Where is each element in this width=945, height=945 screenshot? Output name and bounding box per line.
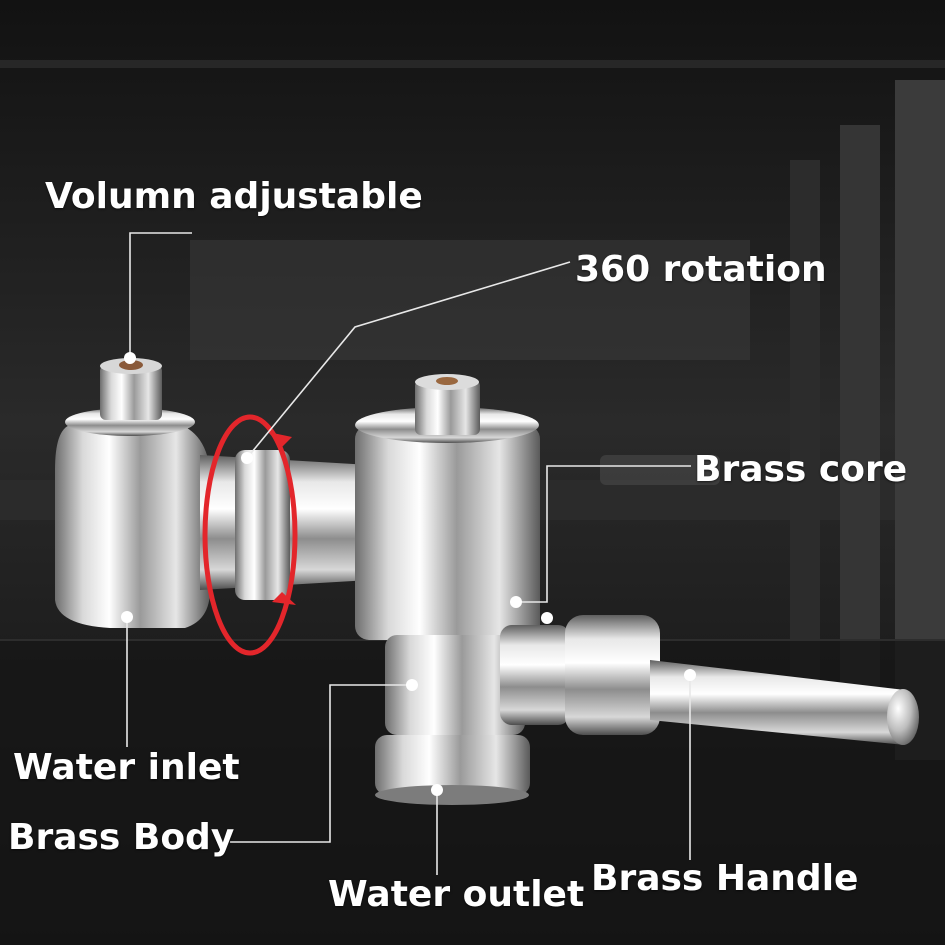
stall-panel	[840, 125, 880, 725]
anchor-dots	[121, 352, 696, 796]
callout-volume-adjustable: Volumn adjustable	[45, 176, 423, 217]
lower-body	[385, 635, 525, 735]
callout-water-outlet: Water outlet	[328, 874, 585, 915]
swivel-nut	[235, 450, 290, 600]
brass-core-collar	[500, 625, 570, 725]
handle-assembly	[500, 615, 919, 745]
wall-mirror	[190, 240, 750, 360]
main-valve-body	[355, 374, 540, 805]
callout-360-rotation: 360 rotation	[575, 249, 827, 290]
callout-brass-body: Brass Body	[8, 817, 235, 858]
rotation-arrow-icon	[202, 414, 298, 656]
volume-adjust-cap	[100, 365, 162, 420]
callout-brass-handle: Brass Handle	[591, 858, 859, 899]
leader-brass-core	[516, 465, 691, 603]
callout-brass-core: Brass core	[694, 449, 908, 490]
leader-rotation	[246, 261, 571, 459]
handle-lever	[650, 660, 915, 745]
outlet-nut	[375, 735, 530, 795]
sink	[600, 455, 720, 485]
leader-brass-body	[230, 684, 412, 843]
connector-pipe	[200, 450, 370, 600]
stall-panel	[790, 160, 820, 700]
leader-volume	[129, 232, 192, 360]
callout-water-inlet: Water inlet	[13, 747, 240, 788]
top-cap	[415, 380, 480, 435]
inlet-body	[55, 358, 210, 628]
leader-lines	[126, 232, 691, 875]
